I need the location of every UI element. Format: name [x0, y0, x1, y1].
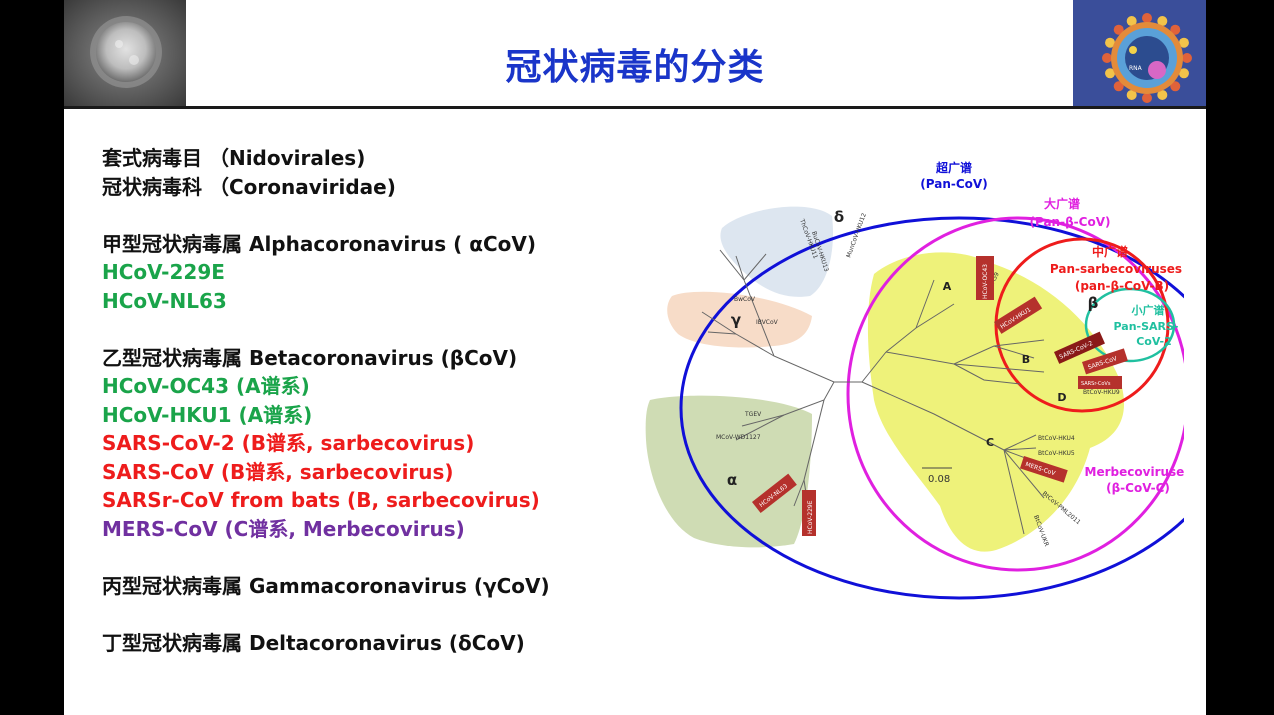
lineage-a-label: A — [943, 280, 952, 293]
spike-protein-icon — [1142, 93, 1152, 103]
spike-protein-icon — [1113, 81, 1124, 92]
classification-line: HCoV-NL63 — [102, 288, 227, 313]
taxon-label: TGEV — [744, 411, 762, 418]
pan-beta-en-label: (Pan-β-CoV) — [1030, 215, 1111, 229]
tree-branches — [701, 249, 1045, 535]
classification-line: 冠状病毒科 （Coronaviridae) — [102, 174, 396, 199]
classification-text: 套式病毒目 （Nidovirales) 冠状病毒科 （Coronaviridae)… — [102, 144, 550, 657]
spike-protein-icon — [1157, 89, 1168, 100]
classification-line: HCoV-229E — [102, 260, 225, 284]
classification-line: SARS-CoV-2 (B谱系, sarbecovirus) — [102, 431, 475, 455]
spike-protein-icon — [1170, 81, 1181, 92]
taxon-label: BtCoV-HKU9 — [1083, 389, 1120, 396]
merbeco-label: Merbecoviruses — [1085, 465, 1184, 479]
phylogenetic-tree-diagram: 超广谱 (Pan-CoV) 大广谱 (Pan-β-CoV) 中广谱 Pan-sa… — [645, 160, 1184, 600]
small-en-label: Pan-SARS- — [1114, 320, 1179, 333]
classification-line: MERS-CoV (C谱系, Merbecovirus) — [102, 516, 465, 541]
classification-line: SARSr-CoV from bats (B, sarbecovirus) — [102, 488, 540, 512]
lineage-d-label: D — [1057, 391, 1066, 404]
taxon-label: BwCoV — [734, 296, 756, 303]
classification-line: SARS-CoV (B谱系, sarbecovirus) — [102, 459, 454, 484]
alpha-group-area — [645, 395, 812, 548]
spike-protein-icon — [1126, 16, 1137, 27]
boxed-taxon-label: HCoV-OC43 — [982, 264, 989, 299]
taxon-label: IBVCoV — [756, 319, 779, 326]
classification-line: 丙型冠状病毒属 Gammacoronavirus (γCoV) — [102, 573, 550, 598]
coronavirus-structure-illustration: RNA — [1073, 0, 1206, 109]
classification-line: HCoV-HKU1 (A谱系) — [102, 402, 313, 427]
taxon-label: MCoV-WD1127 — [716, 434, 761, 441]
classification-line: 丁型冠状病毒属 Deltacoronavirus (δCoV) — [102, 630, 525, 655]
coronavirus-micrograph-image — [64, 0, 186, 106]
pan-beta-cov-ellipse — [846, 216, 1184, 572]
small-cn-label: 小广谱 — [1131, 303, 1165, 317]
lineage-c-label: C — [986, 436, 994, 449]
classification-line: 套式病毒目 （Nidovirales) — [102, 146, 366, 170]
classification-line: HCoV-OC43 (A谱系) — [102, 374, 310, 398]
spike-protein-icon — [1105, 37, 1116, 48]
pan-sars-cov-2-ellipse — [1084, 287, 1176, 363]
pan-cov-ellipse — [679, 216, 1184, 600]
line-gap — [102, 600, 550, 629]
title-divider — [64, 106, 1206, 109]
taxon-label: BtCoV-HKU4 — [1038, 435, 1075, 442]
boxed-taxon-sarsr-covs: SARSr-CoVs — [1078, 376, 1122, 389]
beta-genus-label: β — [1088, 294, 1099, 312]
scale-bar-label: 0.08 — [928, 474, 950, 485]
line-gap — [102, 315, 550, 344]
pan-beta-cn-label: 大广谱 — [1044, 196, 1080, 211]
boxed-taxon-label: HCoV-229E — [807, 500, 814, 534]
pan-cov-cn-label: 超广谱 — [935, 160, 972, 175]
spike-protein-icon — [1178, 37, 1189, 48]
taxon-label: MunCoV-HKU12 — [845, 212, 868, 259]
alpha-genus-label: α — [727, 471, 737, 489]
merbeco-label-2: (β-CoV-C) — [1106, 481, 1170, 495]
boxed-taxon-hcov-229e: HCoV-229E — [802, 490, 816, 536]
slide-title: 冠状病毒的分类 — [505, 47, 765, 88]
pan-cov-en-label: (Pan-CoV) — [920, 177, 987, 191]
boxed-taxon-label: SARSr-CoVs — [1081, 381, 1111, 387]
slide: 冠状病毒的分类 RNA 套式病毒目 （Nidovirales) 冠状病毒科 （Co… — [64, 0, 1206, 715]
taxon-label: BtCoV-HKU5 — [1038, 450, 1075, 457]
spike-protein-icon — [1142, 13, 1152, 23]
line-gap — [102, 543, 550, 572]
line-gap — [102, 201, 550, 230]
classification-line: 甲型冠状病毒属 Alphacoronavirus ( αCoV) — [102, 231, 537, 256]
gamma-genus-label: γ — [731, 311, 741, 329]
svg-text:RNA: RNA — [1129, 65, 1143, 72]
spike-protein-icon — [1113, 24, 1124, 35]
delta-genus-label: δ — [834, 208, 844, 226]
pan-sarbeco-en2-label: (pan-β-CoV-B) — [1075, 279, 1169, 293]
spike-protein-icon — [1178, 68, 1189, 79]
small-en2-label: CoV-2 — [1136, 335, 1172, 348]
classification-line: 乙型冠状病毒属 Betacoronavirus (βCoV) — [102, 345, 518, 370]
lineage-b-label: B — [1022, 353, 1030, 366]
boxed-taxon-hcov-oc43: HCoV-OC43 — [976, 256, 994, 300]
spike-protein-icon — [1102, 53, 1112, 63]
spike-protein-icon — [1170, 24, 1181, 35]
spike-protein-icon — [1105, 68, 1116, 79]
pan-sarbeco-en-label: Pan-sarbecoviruses — [1050, 262, 1182, 276]
pan-sarbeco-cn-label: 中广谱 — [1092, 244, 1128, 259]
spike-protein-icon — [1157, 16, 1168, 27]
spike-protein-icon — [1182, 53, 1192, 63]
spike-protein-icon — [1126, 89, 1137, 100]
